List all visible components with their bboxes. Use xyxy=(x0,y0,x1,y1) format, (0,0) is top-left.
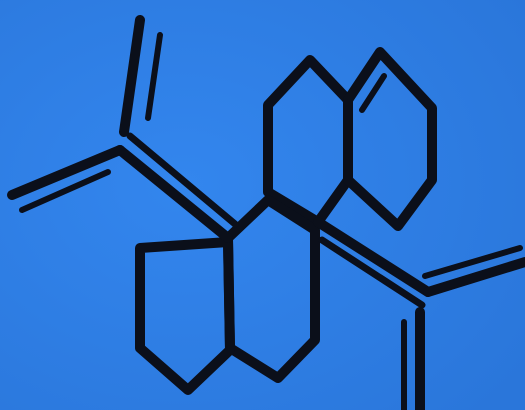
left-chain-bond-up-second xyxy=(145,32,163,121)
ring-left-pentagon xyxy=(135,237,235,395)
right-chain-bond-right-second xyxy=(422,245,523,279)
ring-top-right-inner-double-bond xyxy=(359,73,387,113)
right-chain-bond-right xyxy=(423,257,525,297)
right-chain-bond-main-second xyxy=(318,236,426,309)
left-chain-bond-left xyxy=(7,145,125,200)
right-chain-bond-main xyxy=(313,217,433,297)
left-chain-bond-up xyxy=(119,15,145,137)
left-chain-bond-left-second xyxy=(19,169,111,213)
ring-top-right-hexagon xyxy=(343,47,437,231)
left-chain-bond-main xyxy=(115,145,233,243)
left-chain-bond-main-second xyxy=(126,132,239,228)
